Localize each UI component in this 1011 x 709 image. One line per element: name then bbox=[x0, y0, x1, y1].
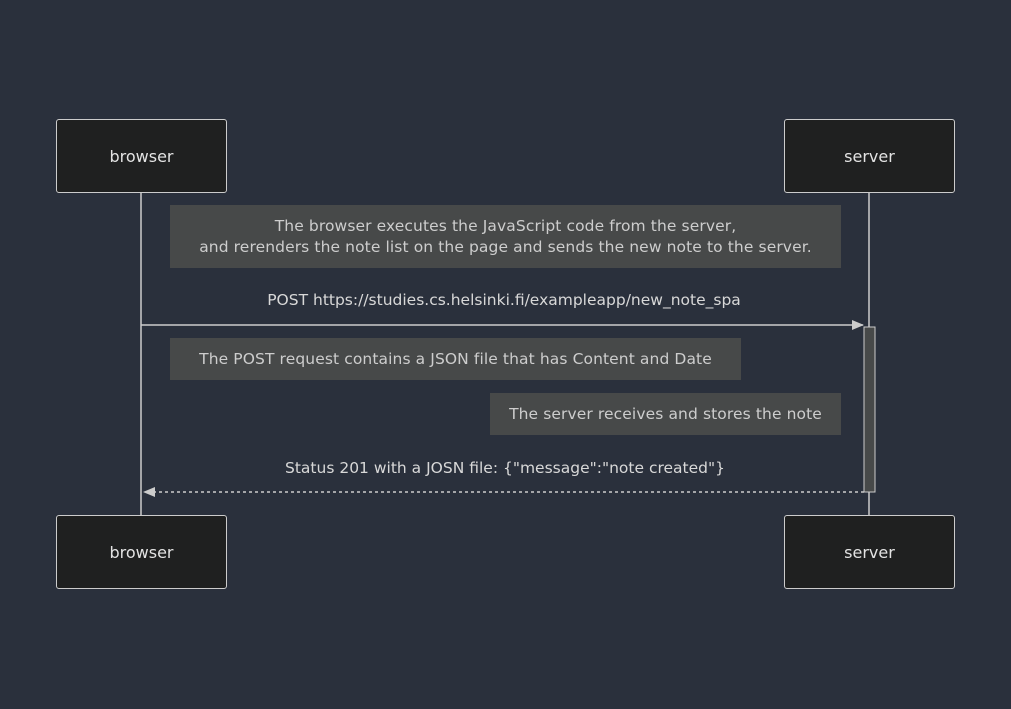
browser-actor-bottom-label: browser bbox=[109, 542, 174, 562]
server-actor-bottom: server bbox=[784, 515, 955, 589]
response-arrowhead bbox=[143, 487, 155, 497]
browser-actor-top: browser bbox=[56, 119, 227, 193]
intro-note: The browser executes the JavaScript code… bbox=[170, 205, 841, 268]
browser-actor-bottom: browser bbox=[56, 515, 227, 589]
post-contents-note-text: The POST request contains a JSON file th… bbox=[199, 349, 712, 368]
response-message-label: Status 201 with a JOSN file: {"message":… bbox=[285, 459, 725, 477]
browser-actor-label: browser bbox=[109, 146, 174, 166]
server-actor-label: server bbox=[844, 146, 895, 166]
post-contents-note: The POST request contains a JSON file th… bbox=[170, 338, 741, 380]
intro-note-line2: and rerenders the note list on the page … bbox=[199, 237, 812, 256]
request-message-label: POST https://studies.cs.helsinki.fi/exam… bbox=[267, 291, 741, 309]
server-actor-bottom-label: server bbox=[844, 542, 895, 562]
server-activation bbox=[863, 326, 876, 493]
server-stores-note-text: The server receives and stores the note bbox=[509, 404, 822, 423]
server-stores-note: The server receives and stores the note bbox=[490, 393, 841, 435]
intro-note-line1: The browser executes the JavaScript code… bbox=[274, 216, 737, 235]
server-actor-top: server bbox=[784, 119, 955, 193]
